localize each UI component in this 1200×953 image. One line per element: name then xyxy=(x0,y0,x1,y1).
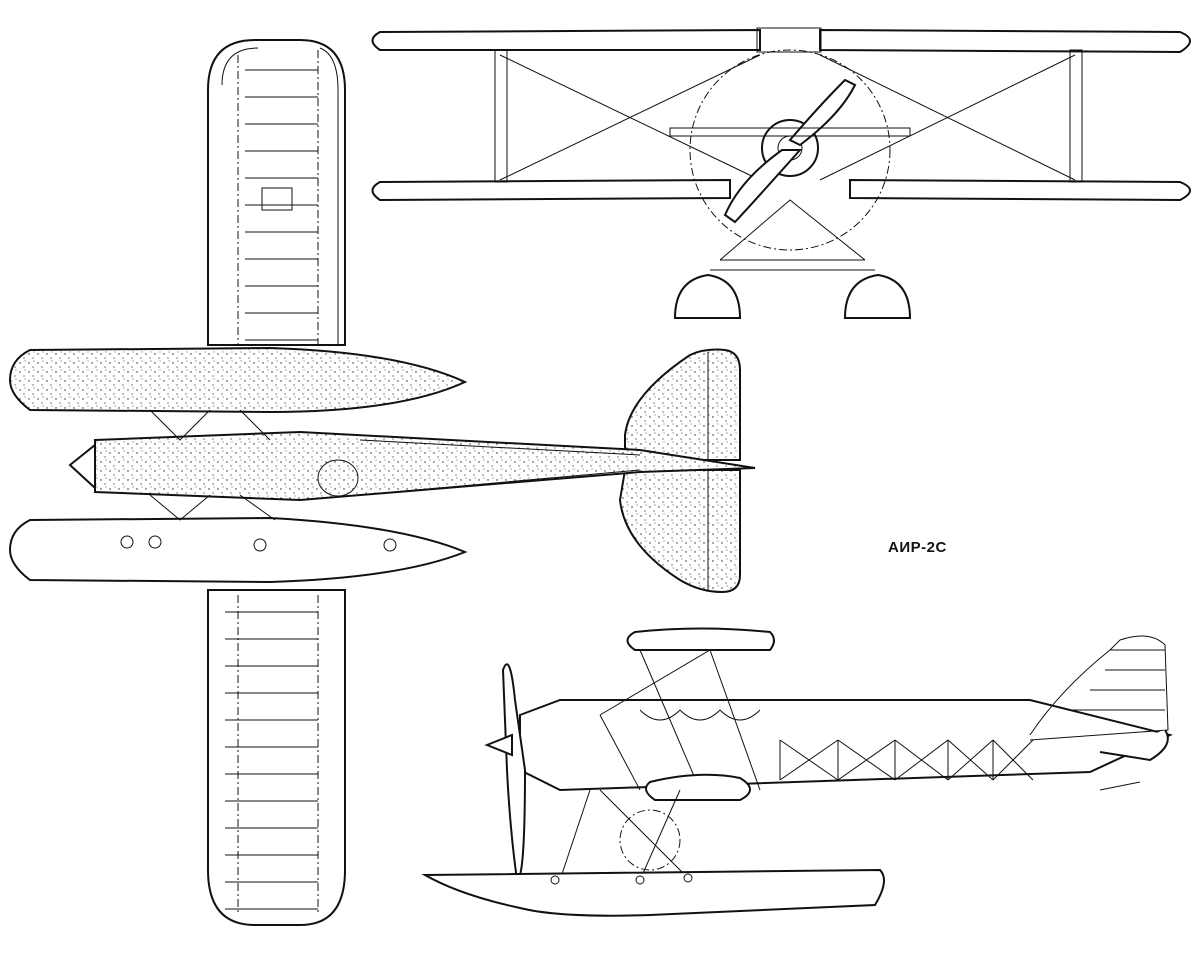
top-view-float-upper xyxy=(8,346,468,414)
fuselage-bay-brace xyxy=(947,739,994,781)
fuselage-bay-brace xyxy=(894,739,949,781)
top-view xyxy=(8,39,756,926)
top-view-tail xyxy=(618,348,741,594)
side-view xyxy=(421,627,1173,917)
top-view-float-lower xyxy=(8,516,468,584)
fuselage-bay-brace xyxy=(992,739,1034,781)
aircraft-designation-label: АИР-2С xyxy=(888,539,947,556)
fuselage-bay-brace xyxy=(779,739,839,781)
top-view-struts xyxy=(149,409,276,521)
fuselage-bay-brace xyxy=(837,739,896,781)
top-view-wing-lower xyxy=(207,589,346,926)
top-view-fuselage xyxy=(68,430,756,502)
top-view-wing-upper xyxy=(207,39,346,346)
front-view xyxy=(371,27,1191,319)
